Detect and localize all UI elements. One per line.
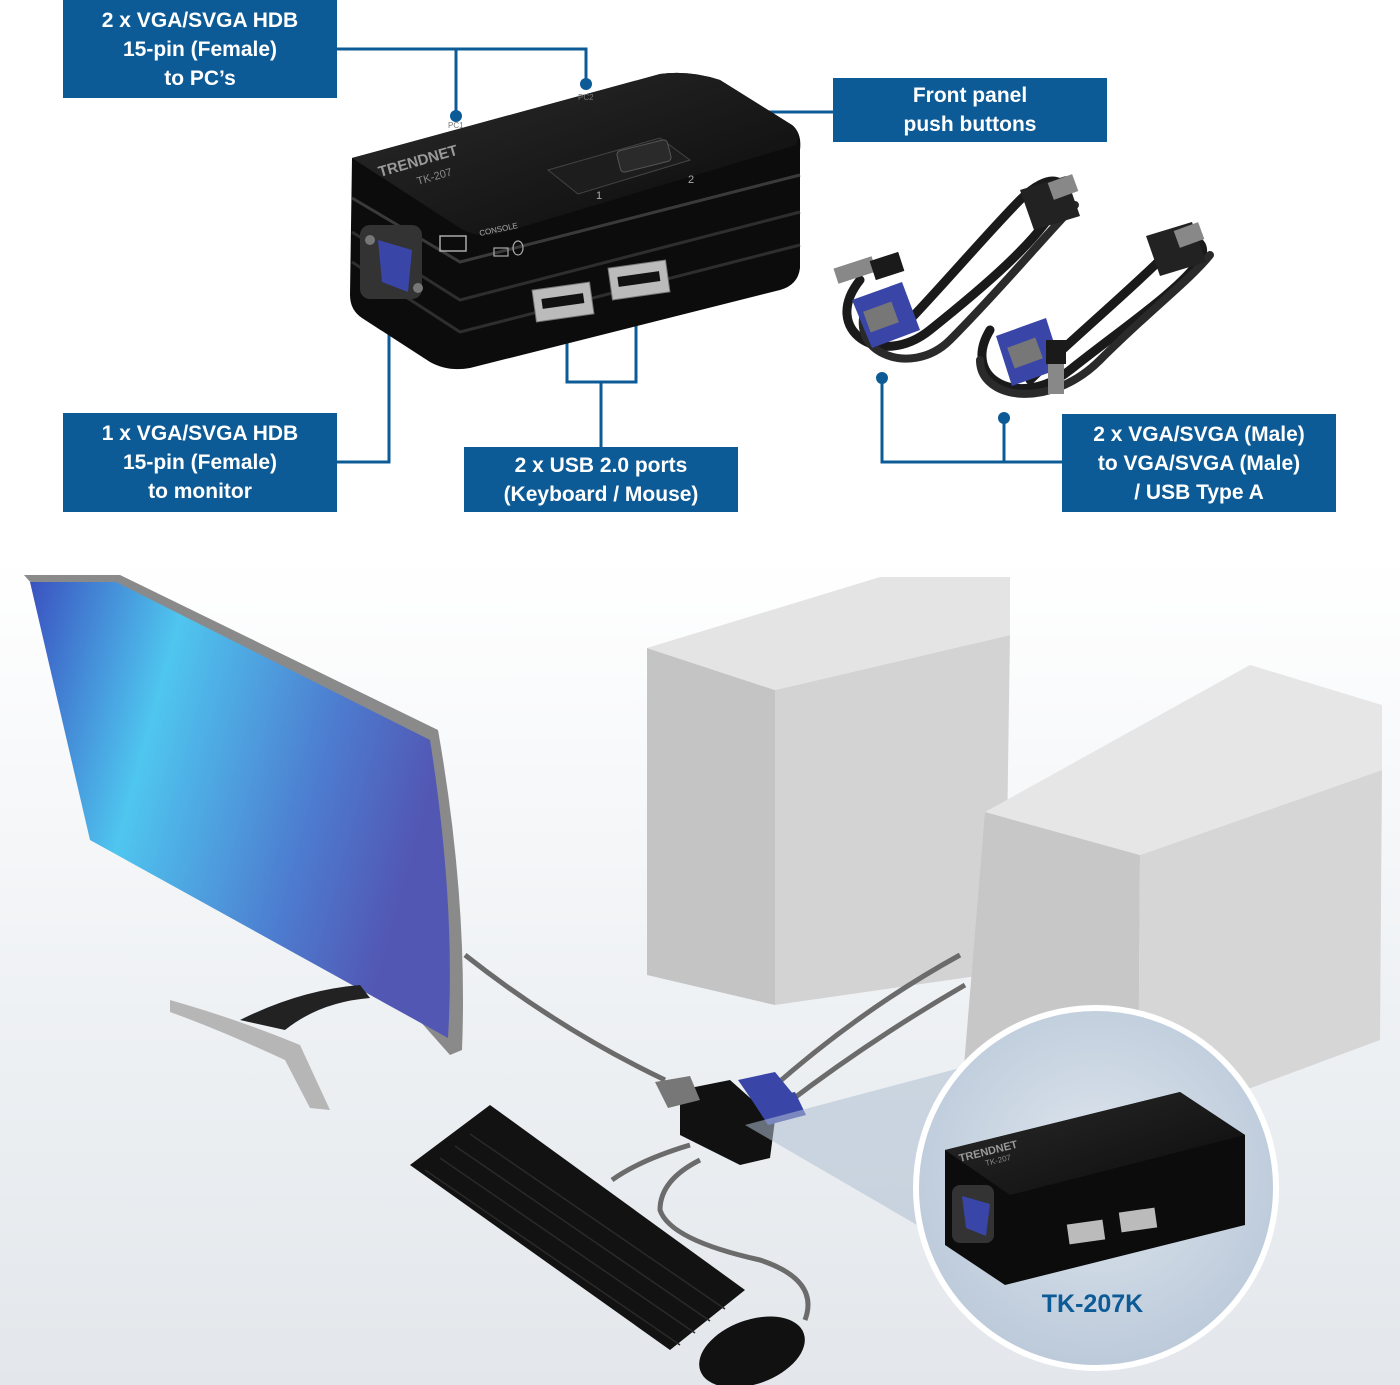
- callout-line: push buttons: [903, 113, 1037, 136]
- vga-port-icon: [360, 225, 423, 299]
- vga-connector-blue-1: [852, 282, 920, 348]
- button-label-1: 1: [596, 190, 602, 202]
- scene-cables: [463, 952, 967, 1321]
- callout-vga-to-monitor: 1 x VGA/SVGA HDB 15-pin (Female) to moni…: [63, 413, 337, 512]
- callout-vga-to-pcs: 2 x VGA/SVGA HDB 15-pin (Female) to PC’s: [63, 0, 337, 98]
- callout-line: / USB Type A: [1134, 480, 1264, 504]
- port-label-pc2: PC2: [578, 93, 594, 102]
- callout-line: (Keyboard / Mouse): [503, 482, 699, 506]
- usb-port-icon: [531, 259, 671, 323]
- vga-connector-blue-2: [996, 318, 1062, 386]
- port-label-pc1: PC1: [448, 121, 464, 130]
- callout-line: 2 x VGA/SVGA (Male): [1093, 422, 1305, 446]
- callout-line: 15-pin (Female): [122, 451, 278, 474]
- callout-line: 2 x USB 2.0 ports: [514, 453, 688, 477]
- callout-usb-ports: 2 x USB 2.0 ports (Keyboard / Mouse): [464, 447, 738, 512]
- pc-tower-back: [647, 577, 1010, 1005]
- vga-connector-black-1: [1020, 174, 1080, 230]
- usb-plug-2: [1046, 340, 1066, 394]
- callout-line: Front panel: [912, 84, 1028, 107]
- callout-cables: 2 x VGA/SVGA (Male) to VGA/SVGA (Male) /…: [1062, 414, 1336, 512]
- callout-line: 15-pin (Female): [122, 37, 278, 61]
- callout-line: 2 x VGA/SVGA HDB: [101, 8, 299, 32]
- callout-line: to monitor: [148, 480, 252, 503]
- mouse: [699, 1316, 805, 1385]
- monitor-icon: [439, 235, 467, 252]
- vga-connector-black-2: [1146, 222, 1206, 276]
- monitor: [24, 575, 463, 1110]
- usb-plug-1: [833, 251, 905, 284]
- callout-front-panel: Front panel push buttons: [833, 78, 1107, 142]
- callout-line: to VGA/SVGA (Male): [1097, 451, 1301, 475]
- callout-line: to PC’s: [164, 66, 236, 90]
- keyboard-icon: [493, 247, 509, 257]
- kit-model-label: TK-207K: [1041, 1290, 1144, 1318]
- callout-line: 1 x VGA/SVGA HDB: [101, 422, 299, 445]
- button-label-2: 2: [688, 174, 694, 186]
- keyboard: [410, 1105, 745, 1350]
- kvm-switch-large: [350, 72, 801, 370]
- kvm-switch-zoomed: [945, 1092, 1245, 1285]
- mouse-icon: [512, 240, 524, 256]
